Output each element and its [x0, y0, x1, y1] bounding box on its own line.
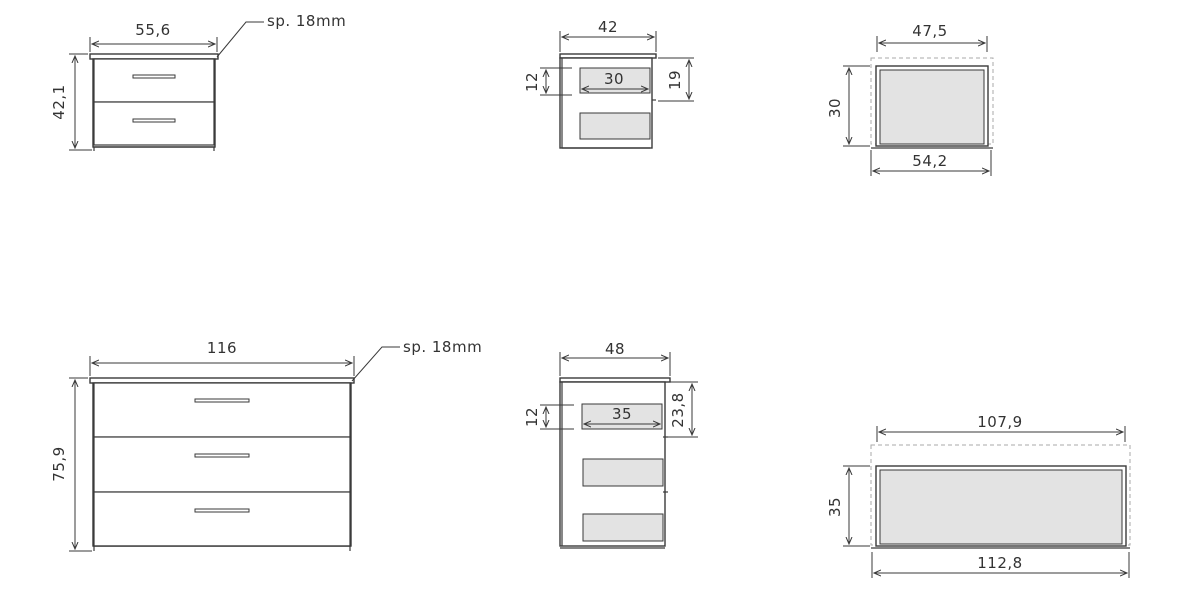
small-front-width-label: 55,6: [135, 21, 170, 39]
small-front-height-label: 42,1: [50, 84, 68, 119]
small-chest-side-view: 42 30 12 19: [523, 18, 694, 149]
large-thickness-note: sp. 18mm: [403, 338, 482, 356]
small-top-drawer-box: [879, 69, 985, 145]
small-drawer-depth-label: 30: [604, 70, 624, 88]
small-chest-front-view: 55,6 42,1 sp. 18mm: [50, 12, 346, 151]
large-handle-1: [194, 398, 250, 403]
large-chest-front-view: 116 75,9 sp. 18mm: [50, 338, 482, 552]
large-drawer-2: [93, 436, 351, 493]
large-thickness-leader: [351, 346, 400, 382]
large-top-inner-width-label: 107,9: [977, 413, 1022, 431]
large-front-width-label: 116: [207, 339, 237, 357]
small-side-depth-label: 42: [598, 18, 618, 36]
small-top-inner-width-label: 47,5: [912, 22, 947, 40]
small-thickness-leader: [216, 21, 264, 58]
large-chest-top-view: 107,9 112,8 35: [826, 413, 1131, 578]
large-handle-2: [194, 453, 250, 458]
large-drawer-depth-label: 35: [612, 405, 632, 423]
large-drawer-height-label: 12: [523, 407, 541, 427]
large-top-drawer-box: [879, 469, 1123, 545]
large-drawer-pitch-label: 23,8: [669, 392, 687, 427]
small-drawer-height-label: 12: [523, 72, 541, 92]
small-drawer-2: [93, 101, 215, 146]
small-top-outer-width-label: 54,2: [912, 152, 947, 170]
small-side-drawer-2: [579, 112, 651, 140]
large-side-drawer-3: [582, 513, 664, 542]
large-top-depth-label: 35: [826, 497, 844, 517]
large-top-dashed-outline: [870, 444, 1131, 546]
large-top-outer-width-label: 112,8: [977, 554, 1022, 572]
large-handle-3: [194, 508, 250, 513]
large-drawer-1: [93, 382, 351, 438]
small-top-board: [89, 53, 219, 60]
small-top-depth-label: 30: [826, 98, 844, 118]
small-drawer-1: [93, 58, 215, 103]
large-side-drawer-2: [582, 458, 664, 487]
small-handle-2: [132, 118, 176, 123]
small-drawer-pitch-label: 19: [666, 70, 684, 90]
small-thickness-note: sp. 18mm: [267, 12, 346, 30]
large-chest-side-view: 48 35 12 23,8: [523, 340, 698, 549]
large-side-depth-label: 48: [605, 340, 625, 358]
large-front-height-label: 75,9: [50, 446, 68, 481]
large-top-board: [89, 377, 355, 384]
small-handle-1: [132, 74, 176, 79]
large-drawer-3: [93, 491, 351, 547]
small-chest-top-view: 47,5 54,2 30: [826, 22, 994, 176]
